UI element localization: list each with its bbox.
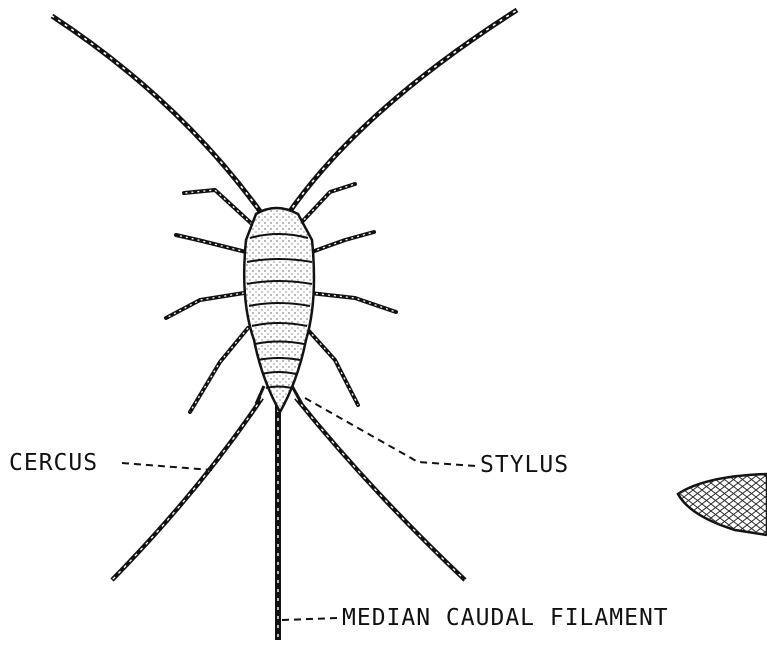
cercus-left [112, 398, 262, 580]
cercus-right [296, 398, 465, 580]
stylus-leader [305, 398, 476, 466]
antenna-left [52, 16, 262, 214]
cercus-leader [122, 463, 212, 470]
label-median-caudal-filament: MEDIAN CAUDAL FILAMENT [342, 607, 669, 630]
wing-fragment [678, 474, 767, 535]
filament-leader [282, 618, 338, 620]
body [244, 208, 314, 412]
label-cercus: CERCUS [9, 452, 98, 475]
label-stylus: STYLUS [480, 454, 569, 477]
antenna-right [288, 10, 517, 214]
